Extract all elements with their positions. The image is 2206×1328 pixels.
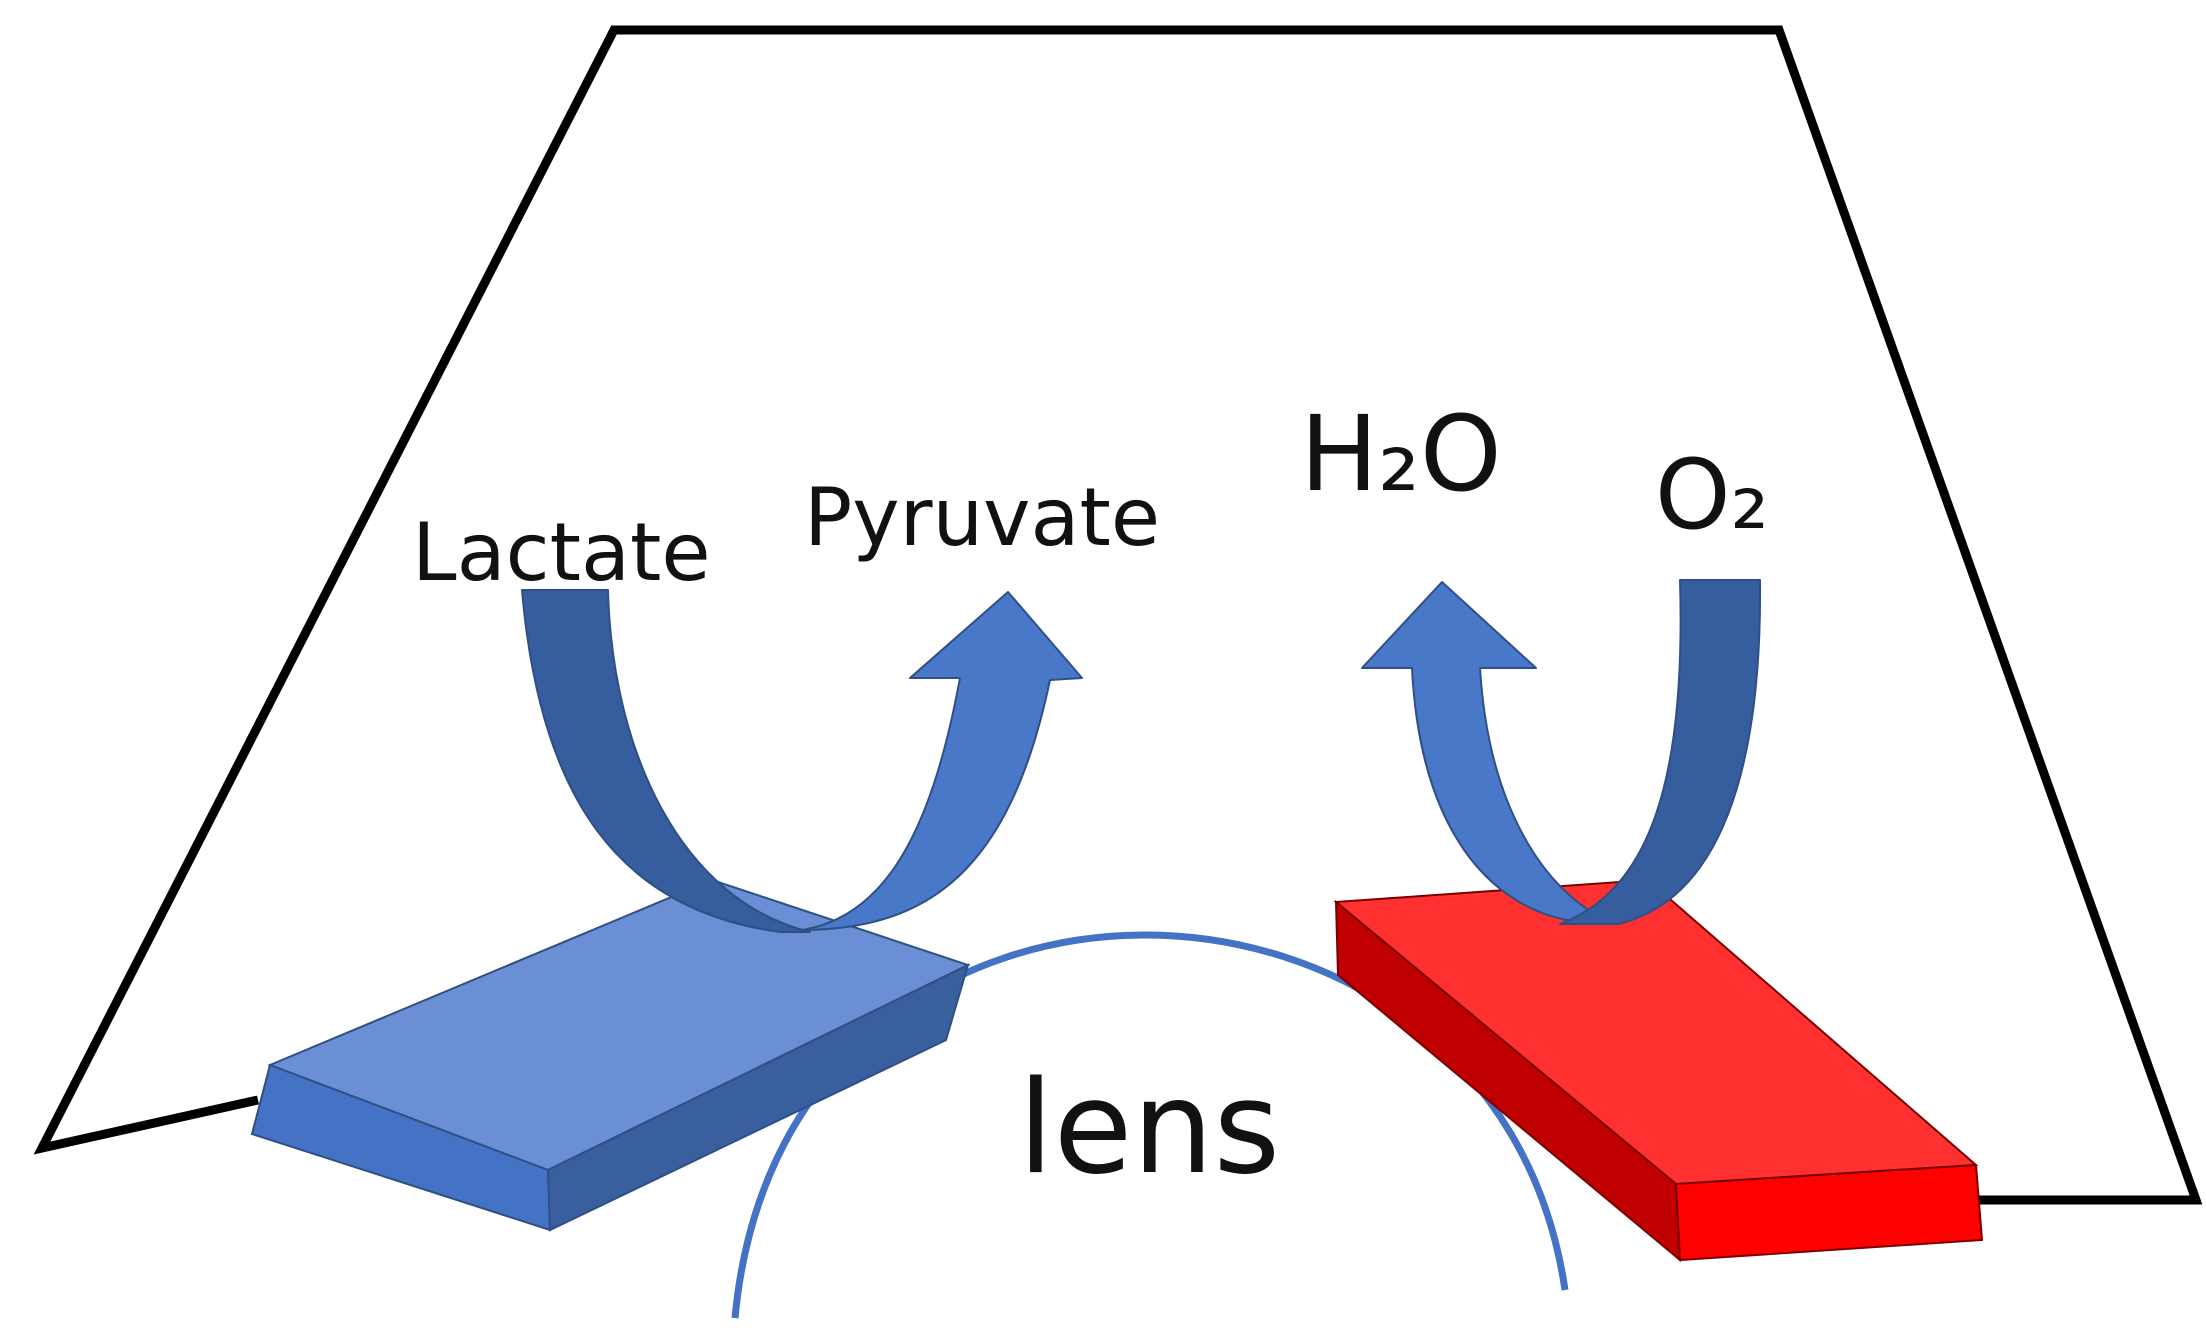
lactate-arrow-body: [521, 589, 811, 933]
lactate-pyruvate-arrow: [521, 589, 1083, 933]
blue-electrode: [250, 878, 971, 1232]
pyruvate-arrow-body: [779, 591, 1083, 933]
oxygen-label: O₂: [1655, 439, 1769, 551]
lactate-label: Lactate: [412, 506, 711, 599]
water-arrow-body: [1361, 581, 1611, 923]
pyruvate-label: Pyruvate: [804, 471, 1160, 564]
red-electrode-front: [1674, 1163, 1984, 1262]
lens-label: lens: [1018, 1054, 1280, 1203]
frame-outline-path: [33, 25, 2203, 1205]
oxygen-water-arrow: [1361, 579, 1762, 925]
blue-electrode-side: [546, 963, 970, 1232]
oxygen-arrow-body: [1559, 579, 1762, 925]
red-electrode: [1333, 878, 1984, 1263]
water-label: H₂O: [1300, 393, 1502, 515]
